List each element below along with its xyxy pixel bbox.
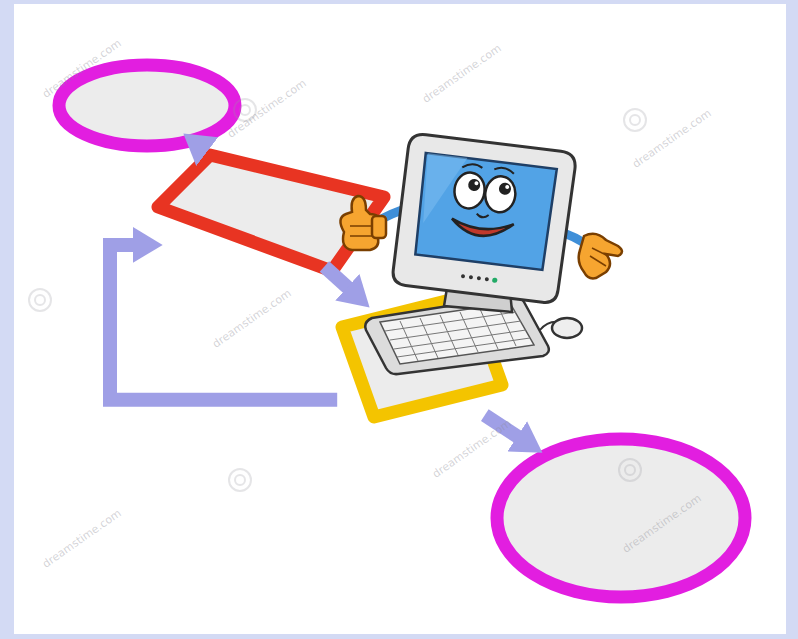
- left-arm: [372, 210, 402, 226]
- node-shape: [59, 65, 235, 146]
- node-shape: [158, 155, 384, 271]
- node-outline: [490, 432, 752, 604]
- right-glove: [579, 234, 622, 279]
- node-outline: [148, 145, 393, 280]
- monitor: [392, 133, 577, 304]
- flow-arrow: [110, 245, 337, 400]
- flow-arrow: [324, 267, 351, 292]
- mouse-cable: [540, 322, 560, 330]
- left-glove: [340, 196, 386, 250]
- node-shape: [342, 295, 502, 417]
- process-box: [148, 145, 393, 280]
- right-arm: [560, 232, 588, 246]
- node-shape: [497, 439, 745, 597]
- mouse: [552, 318, 582, 338]
- end-oval: [490, 432, 752, 604]
- flow-arrow: [202, 148, 204, 149]
- node-outline: [330, 285, 510, 425]
- keyboard: [365, 296, 549, 374]
- watermark-logo: [29, 99, 646, 491]
- monitor-stand: [444, 282, 512, 312]
- process-box: [330, 285, 510, 425]
